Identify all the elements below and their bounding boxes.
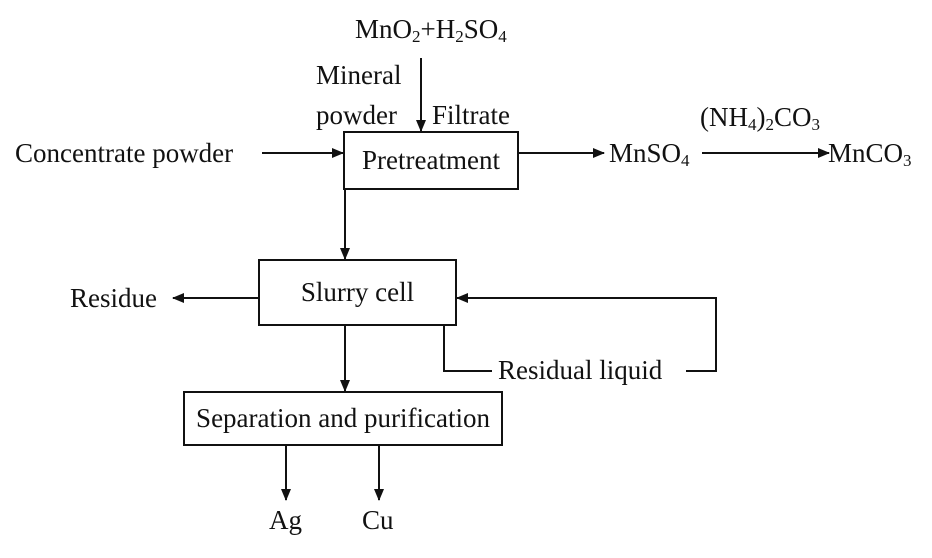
powder-label: powder <box>316 100 397 130</box>
residue-label: Residue <box>70 283 157 313</box>
carbonate-label: (NH4)2CO3 <box>700 102 821 134</box>
mineral-label: Mineral <box>316 60 402 90</box>
separation-purification-box: Separation and purification <box>183 391 503 446</box>
arrow-residual-liquid-to-slurry <box>456 293 717 372</box>
cu-label: Cu <box>362 505 394 535</box>
residual-liquid-label: Residual liquid <box>498 355 663 385</box>
concentrate-powder-label: Concentrate powder <box>15 138 234 168</box>
ag-label: Ag <box>269 505 302 535</box>
pretreatment-box: Pretreatment <box>343 131 519 190</box>
reagent-label: MnO2+H2SO4 <box>355 14 507 46</box>
filtrate-label: Filtrate <box>432 100 510 130</box>
mnco3-label: MnCO3 <box>828 138 912 170</box>
line-slurry-to-residual-liquid <box>443 326 492 372</box>
mnso4-label: MnSO4 <box>609 138 690 170</box>
slurry-cell-box: Slurry cell <box>258 259 457 326</box>
